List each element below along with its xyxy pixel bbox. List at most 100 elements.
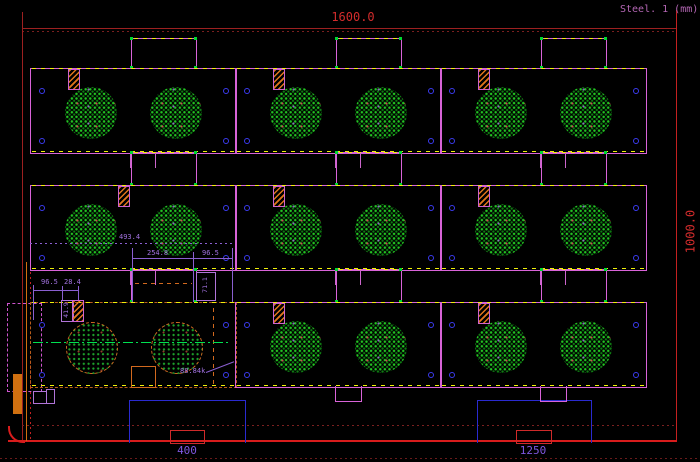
- part-body: [235, 302, 442, 388]
- dim-bracket-line: [132, 258, 232, 259]
- part-body: [440, 302, 647, 388]
- bolt-hole: [449, 322, 455, 328]
- nested-part-r1c1[interactable]: [235, 151, 442, 285]
- bolt-hole: [449, 138, 455, 144]
- bolt-hole: [449, 372, 455, 378]
- bolt-hole: [223, 372, 229, 378]
- selected-hole-circle: [151, 322, 203, 374]
- cut-start-dot: [604, 66, 607, 69]
- nested-part-r0c1[interactable]: [235, 37, 442, 168]
- body-bottom-dash: [442, 151, 645, 152]
- bottom-tab-edge: [565, 152, 566, 168]
- part-bump: [540, 37, 607, 69]
- bolt-hole: [633, 372, 639, 378]
- material-label: Steel. 1 (mm): [620, 4, 699, 15]
- cut-start-dot: [194, 183, 197, 186]
- drill-pattern-circle: [475, 204, 527, 256]
- part-body: [235, 185, 442, 271]
- bolt-hole: [428, 205, 434, 211]
- offset-left-label: 400: [177, 444, 197, 457]
- cut-start-dot: [194, 268, 197, 271]
- dim-left-a: 96.5: [41, 278, 58, 286]
- dim-part-width: 493.4: [119, 233, 141, 241]
- drill-pattern-circle: [150, 87, 202, 139]
- offset-marker-left: [170, 430, 205, 444]
- cut-start-dot: [335, 300, 338, 303]
- drill-pattern-circle: [355, 204, 407, 256]
- nested-part-r2c0-selected[interactable]: [30, 268, 237, 388]
- body-bottom-dash: [237, 268, 440, 269]
- nested-part-r1c0[interactable]: [30, 151, 237, 285]
- bottom-tab-edge: [360, 152, 361, 168]
- cut-start-dot: [399, 183, 402, 186]
- cut-start-dot: [604, 300, 607, 303]
- cut-start-dot: [604, 183, 607, 186]
- bottom-tab-edge: [155, 152, 156, 168]
- dim-seg-b: 96.5: [202, 249, 219, 257]
- selected-centerline: [33, 342, 230, 343]
- bolt-hole: [39, 255, 45, 261]
- bump-edge-dash: [339, 269, 399, 270]
- part-body: [30, 68, 237, 154]
- cut-start-dot: [604, 37, 607, 40]
- bottom-tab-edge: [130, 152, 131, 168]
- dim-seg-a: 254.8: [147, 249, 169, 257]
- bolt-hole: [223, 88, 229, 94]
- nested-part-r2c1[interactable]: [235, 268, 442, 402]
- body-top-dash: [32, 185, 235, 186]
- bottom-tab-edge: [540, 152, 541, 168]
- selected-feature-dashline: [135, 283, 192, 284]
- offset-right-label: 1250: [519, 444, 547, 457]
- nested-part-r0c2[interactable]: [440, 37, 647, 168]
- overlap-hatch: [478, 303, 490, 324]
- drill-pattern-circle: [65, 87, 117, 139]
- bolt-hole: [633, 205, 639, 211]
- dim-extension: [232, 248, 233, 302]
- bottom-tab: [540, 386, 567, 402]
- cut-start-dot: [194, 151, 197, 154]
- dim-extension: [132, 248, 133, 302]
- cut-start-dot: [399, 66, 402, 69]
- clamp-bracket-left[interactable]: [129, 400, 246, 443]
- cut-start-dot: [540, 268, 543, 271]
- clamp-block[interactable]: [13, 374, 22, 414]
- bolt-hole: [39, 372, 45, 378]
- bottom-tab-edge: [335, 269, 336, 285]
- nested-part-r1c2[interactable]: [440, 151, 647, 285]
- part-body: [440, 185, 647, 271]
- dim-left-line: [33, 290, 78, 291]
- nested-part-r0c0[interactable]: [30, 37, 237, 168]
- bottom-tab-edge: [540, 269, 541, 285]
- cut-start-dot: [335, 151, 338, 154]
- bolt-hole: [428, 138, 434, 144]
- bolt-hole: [244, 255, 250, 261]
- overlap-hatch: [273, 186, 285, 207]
- body-bottom-dash: [32, 268, 235, 269]
- cut-start-dot: [399, 300, 402, 303]
- notch-dim-label: 71.1: [201, 277, 209, 293]
- part-body: [30, 185, 237, 271]
- part-bump: [335, 268, 402, 303]
- selected-bottom-notch: [131, 366, 156, 388]
- drill-pattern-circle: [355, 87, 407, 139]
- body-bottom-dash: [237, 151, 440, 152]
- bump-edge-dash: [339, 152, 399, 153]
- drill-pattern-circle: [560, 204, 612, 256]
- nested-part-r2c2[interactable]: [440, 268, 647, 402]
- part-bump: [130, 151, 197, 186]
- bolt-hole: [428, 255, 434, 261]
- cut-start-dot: [335, 183, 338, 186]
- cut-start-dot: [335, 268, 338, 271]
- drill-pattern-circle: [560, 87, 612, 139]
- offset-marker-right: [516, 430, 552, 444]
- drill-pattern-circle: [270, 321, 322, 373]
- drill-pattern-circle: [65, 204, 117, 256]
- cut-start-dot: [540, 37, 543, 40]
- clamp-bracket-right[interactable]: [477, 400, 592, 443]
- leader-label: 88.84k: [180, 367, 206, 375]
- sheet-bottom-edge: [22, 425, 677, 426]
- body-bottom-dash: [442, 268, 645, 269]
- body-bottom-dash: [32, 151, 235, 152]
- overlap-hatch: [68, 69, 80, 90]
